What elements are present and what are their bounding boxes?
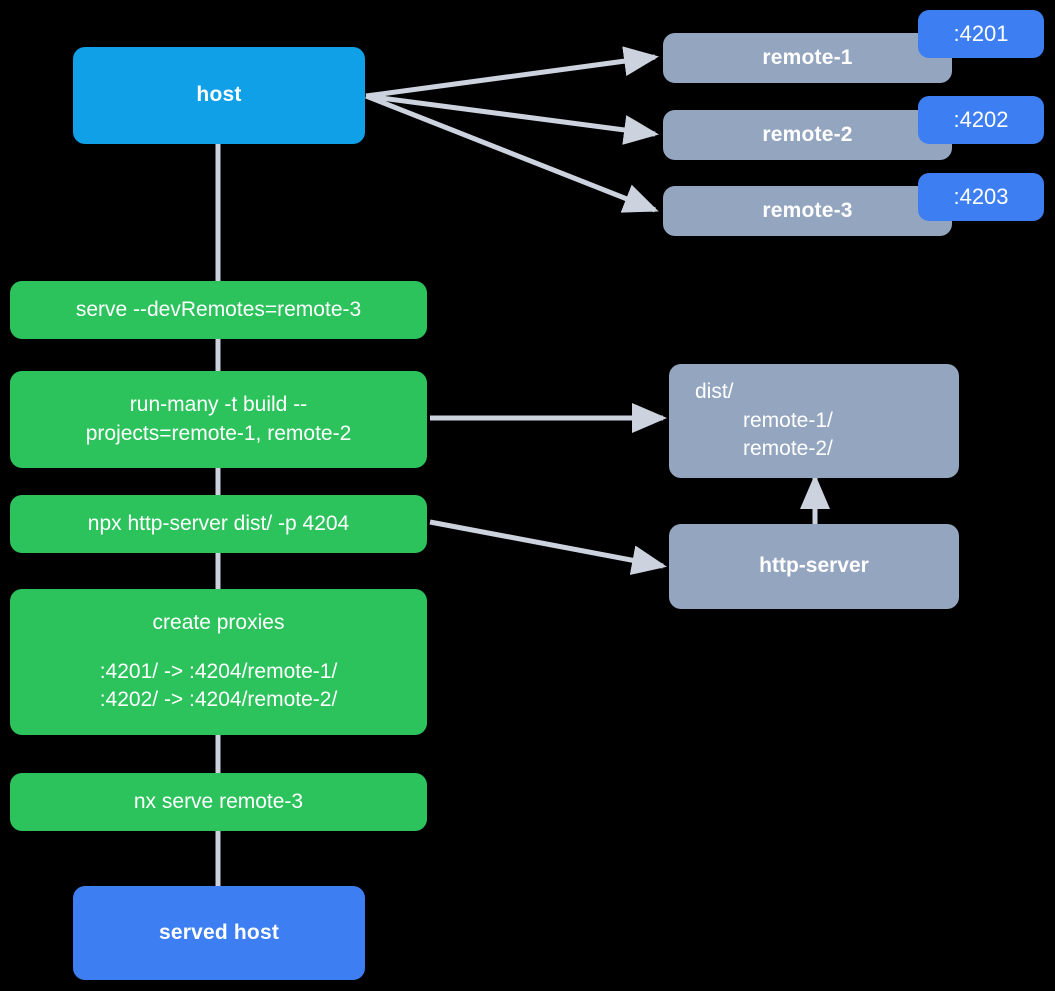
- node-http-server-label: http-server: [759, 554, 869, 578]
- node-host[interactable]: host: [73, 47, 365, 144]
- node-command-nx-serve-remote-3[interactable]: nx serve remote-3: [10, 773, 427, 831]
- command-create-proxies-title: create proxies: [152, 611, 285, 635]
- command-npx-http-server-line-1: npx http-server dist/ -p 4204: [87, 511, 350, 535]
- node-command-npx-http-server[interactable]: npx http-server dist/ -p 4204: [10, 495, 427, 553]
- command-create-proxies-mapping-2: :4202/ -> :4204/remote-2/: [99, 688, 338, 712]
- dist-folder-remote-1: remote-1/: [743, 408, 833, 432]
- edge-npx-to-http-server: [429, 519, 667, 575]
- node-remote-1[interactable]: remote-1: [663, 33, 952, 83]
- node-command-serve-devremotes[interactable]: serve --devRemotes=remote-3: [10, 281, 427, 339]
- edge-host-to-remote-1: [365, 46, 659, 99]
- node-host-label: host: [196, 83, 242, 107]
- node-remote-3-label: remote-3: [762, 198, 853, 222]
- port-badge-remote-1[interactable]: :4201: [918, 10, 1044, 58]
- dist-folder-remote-2: remote-2/: [743, 437, 833, 461]
- edge-host-to-remote-3: [365, 93, 659, 213]
- node-command-create-proxies[interactable]: create proxies :4201/ -> :4204/remote-1/…: [10, 589, 427, 735]
- command-serve-devremotes-line-1: serve --devRemotes=remote-3: [75, 297, 362, 321]
- node-remote-1-label: remote-1: [762, 45, 853, 69]
- command-run-many-line-2: projects=remote-1, remote-2: [85, 421, 352, 445]
- node-remote-3[interactable]: remote-3: [663, 186, 952, 236]
- port-badge-remote-1-label: :4201: [953, 21, 1009, 47]
- dist-folder-root: dist/: [695, 380, 734, 404]
- node-remote-2-label: remote-2: [762, 122, 853, 146]
- node-command-run-many-build[interactable]: run-many -t build -- projects=remote-1, …: [10, 371, 427, 468]
- port-badge-remote-3-label: :4203: [953, 184, 1009, 210]
- node-served-host[interactable]: served host: [73, 886, 365, 980]
- port-badge-remote-3[interactable]: :4203: [918, 173, 1044, 221]
- node-served-host-label: served host: [158, 920, 280, 944]
- command-create-proxies-mapping-1: :4201/ -> :4204/remote-1/: [99, 659, 338, 683]
- node-dist-folder[interactable]: dist/ remote-1/ remote-2/: [669, 364, 959, 478]
- node-http-server[interactable]: http-server: [669, 524, 959, 609]
- node-remote-2[interactable]: remote-2: [663, 110, 952, 160]
- command-run-many-line-1: run-many -t build --: [129, 393, 308, 417]
- port-badge-remote-2[interactable]: :4202: [918, 96, 1044, 144]
- edge-host-to-remote-2: [365, 93, 659, 145]
- port-badge-remote-2-label: :4202: [953, 107, 1009, 133]
- command-nx-serve-remote-3-line-1: nx serve remote-3: [133, 789, 304, 813]
